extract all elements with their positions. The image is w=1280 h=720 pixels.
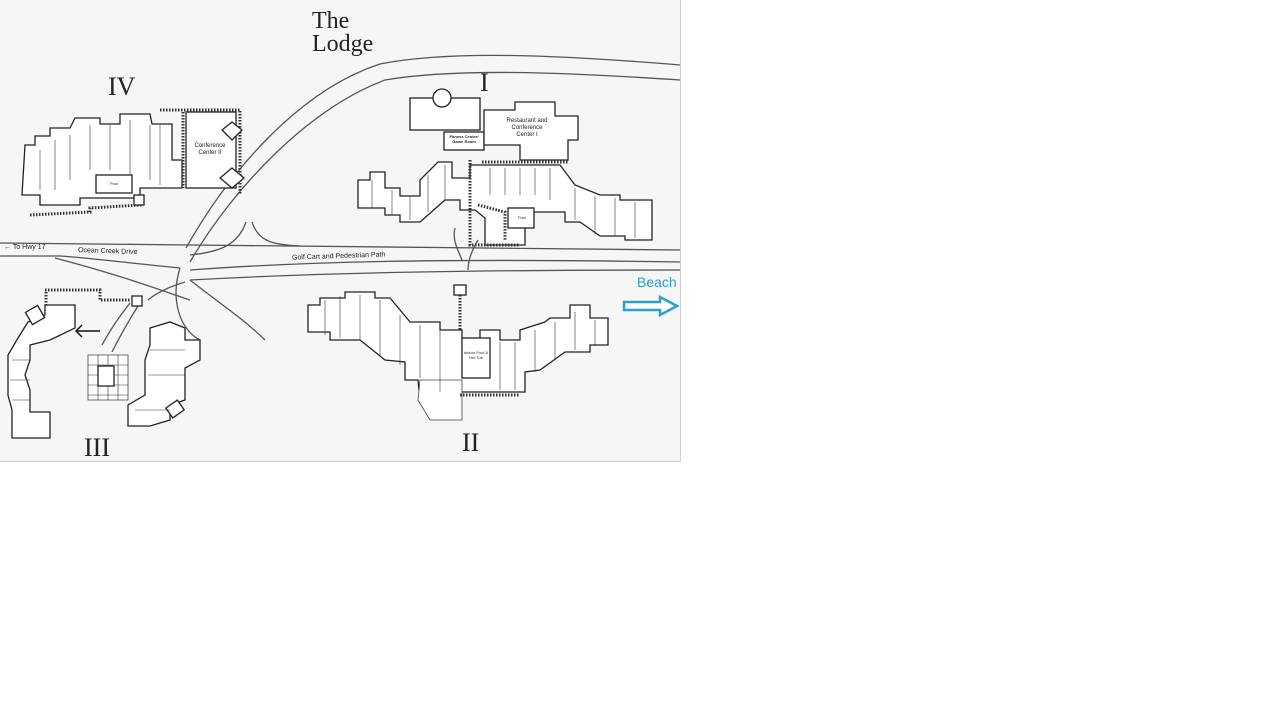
building-iv-outline: [21, 113, 183, 206]
left-arrow-icon: [74, 324, 100, 338]
right-arrow-outline-icon: [622, 295, 680, 317]
entry-ii: [453, 284, 467, 296]
building-iii-west: [7, 304, 76, 439]
conference-center-ii-label: Conference Center II: [194, 143, 226, 156]
approach-path-2: [467, 239, 479, 271]
resort-site-map: The Lodge I II III IV Conference Center …: [0, 0, 681, 462]
fitness-center-label: Fitness Center/ Game Room: [449, 134, 479, 144]
entry-iii: [131, 295, 143, 307]
pool-iv-label: Pool: [109, 181, 118, 186]
building-ii-outline: [307, 291, 609, 401]
building-iv: [21, 108, 246, 217]
golf-path-north: [189, 259, 680, 271]
entry-iv: [133, 194, 145, 206]
pavilion-dome: [432, 88, 452, 108]
pool-iv: [95, 174, 133, 194]
building-ii: [307, 284, 609, 421]
gazebo-1: [221, 121, 243, 141]
section-label-iii: III: [84, 433, 110, 462]
lodge-title: The Lodge: [312, 8, 374, 57]
map-drawing: [0, 54, 680, 439]
indoor-pool-label: Indoor Pool & Hot Tub: [463, 350, 489, 360]
golf-path-south: [189, 269, 680, 281]
pool-iii: [97, 365, 115, 387]
loop-road-inner: [189, 71, 680, 263]
sw-curve-road: [54, 257, 191, 301]
roads: [0, 54, 680, 353]
connector-road-3: [147, 281, 186, 301]
walkway-iii-2: [111, 305, 139, 353]
indoor-pool-building: [461, 337, 491, 379]
walkway-iii-1: [101, 302, 131, 346]
building-i-outline: [357, 161, 653, 246]
beach-label: Beach: [637, 274, 677, 290]
ocean-creek-drive-north-edge: [0, 242, 680, 251]
restaurant-label: Restaurant and Conference Center I: [506, 118, 548, 138]
building-iii-east: [127, 321, 201, 427]
ocean-creek-drive-south-edge: [0, 255, 181, 269]
connector-road-1: [175, 267, 201, 341]
pool-i-label: Pool: [517, 215, 526, 220]
gazebo-iii-east: [164, 399, 186, 419]
lagoon-road-1: [189, 221, 247, 256]
to-hwy-label: ← To Hwy 17: [4, 244, 46, 251]
plaza-ii: [417, 379, 463, 421]
lagoon-road-2: [251, 221, 301, 247]
section-label-i: I: [480, 68, 489, 97]
building-iii: [7, 288, 201, 439]
restaurant-building: [483, 101, 579, 161]
connector-road-2: [189, 279, 266, 341]
gazebo-iii: [24, 304, 46, 326]
pool-i: [507, 207, 535, 229]
building-i: [357, 88, 653, 247]
section-label-ii: II: [462, 428, 480, 457]
gazebo-2: [218, 167, 246, 189]
section-label-iv: IV: [108, 72, 136, 101]
approach-path-1: [453, 227, 463, 261]
